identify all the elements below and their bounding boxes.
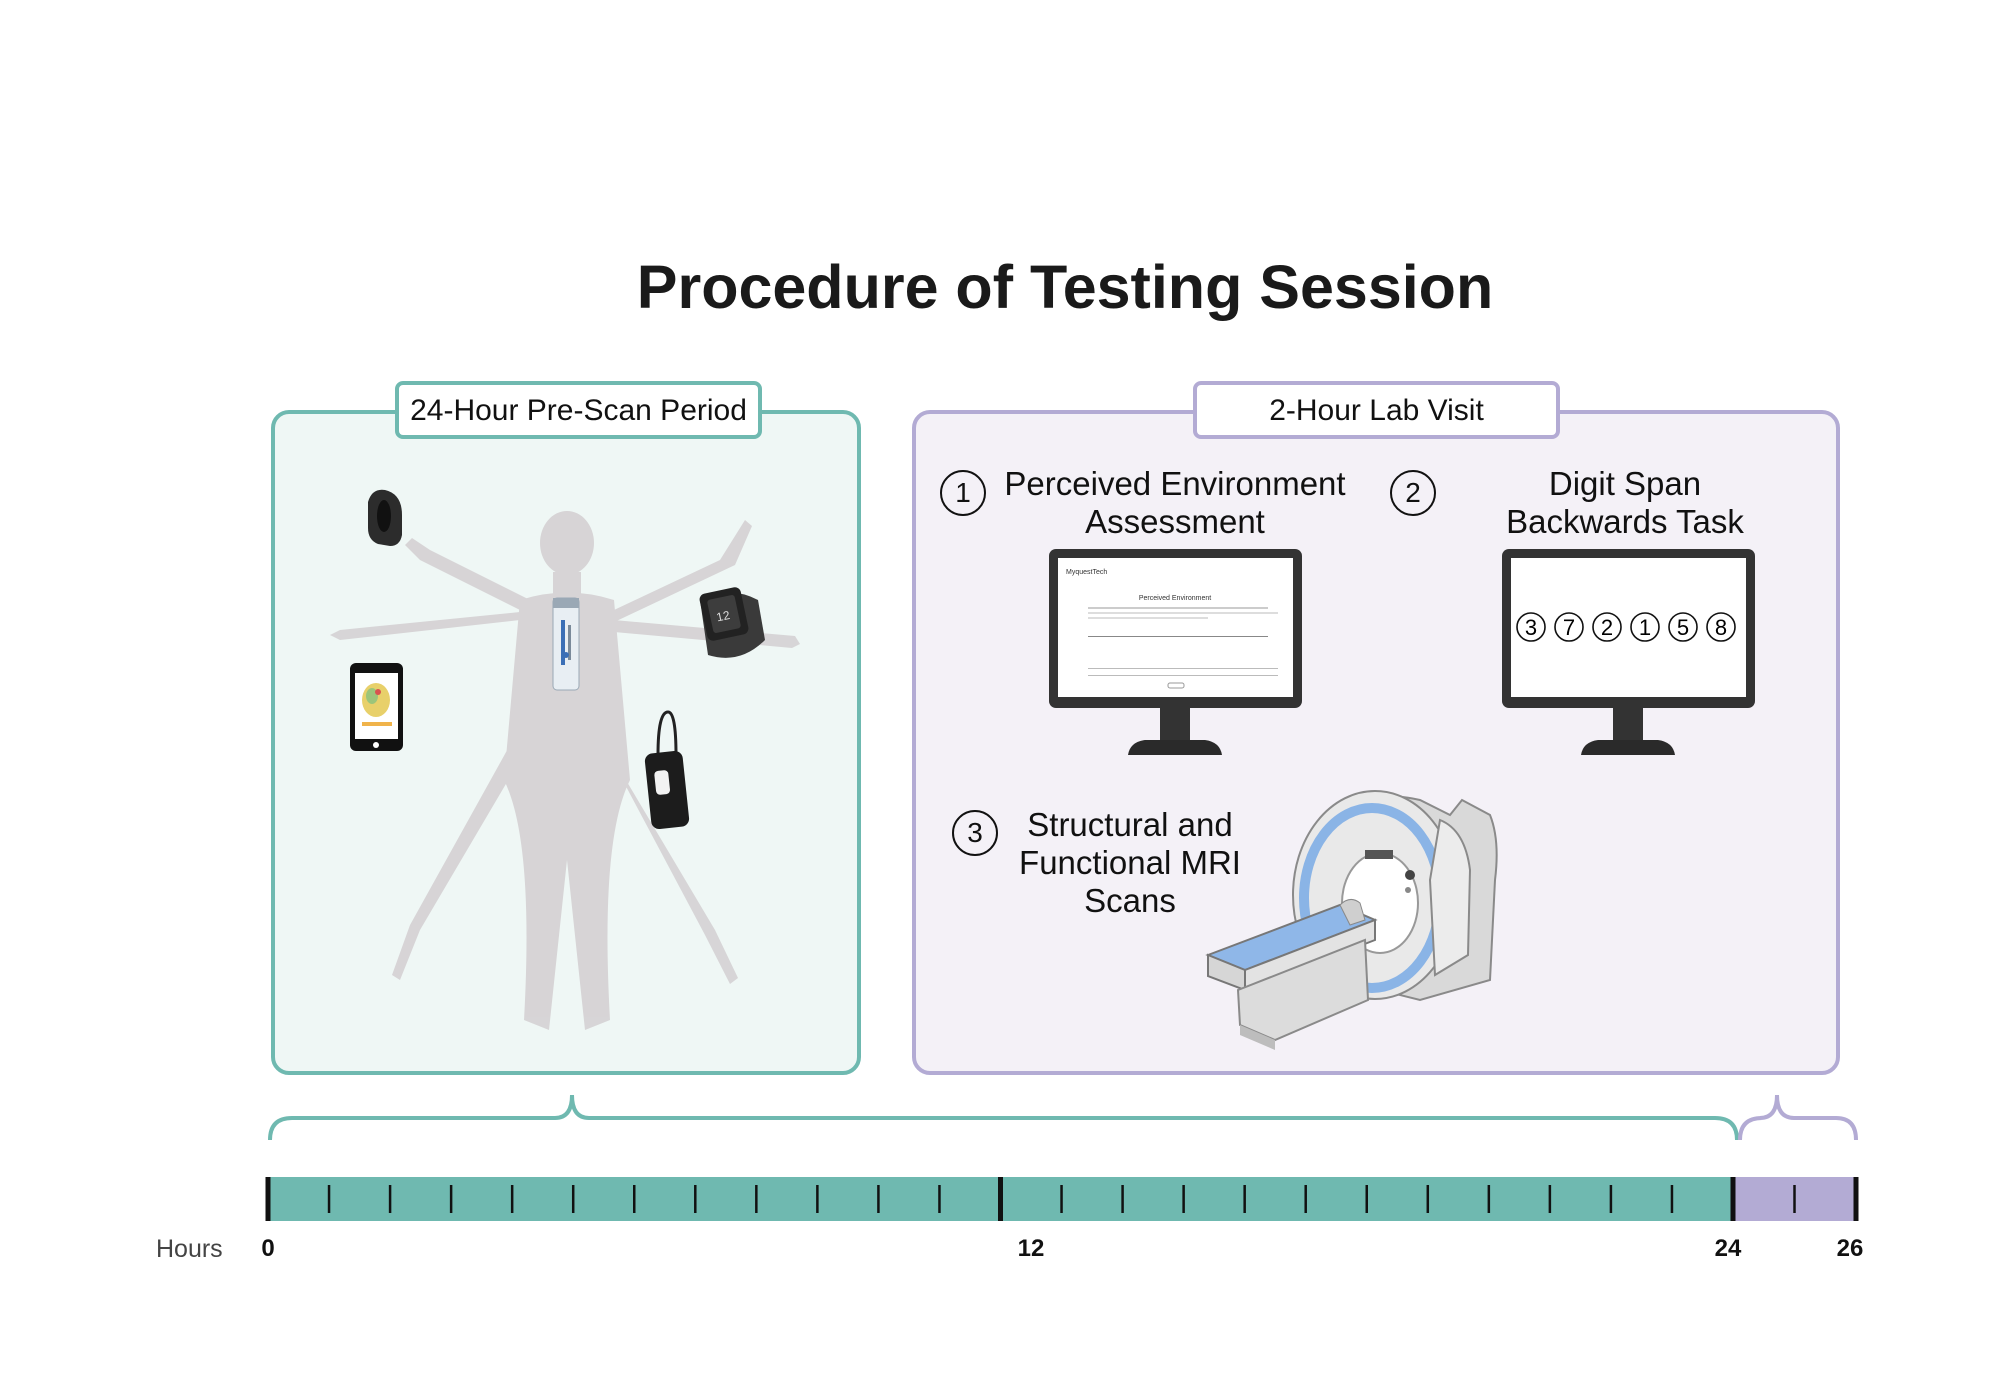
digit-circle [1516,612,1546,642]
step-2-number: 2 [1390,470,1436,516]
step-3-number: 3 [952,810,998,856]
tick-label-26: 26 [1836,1235,1864,1262]
phone-app-icon [350,663,403,751]
digit-value: 5 [1677,615,1689,640]
digit-value: 2 [1601,615,1613,640]
pre-scan-tab-label: 24-Hour Pre-Scan Period [410,394,747,427]
digit-value: 8 [1715,615,1727,640]
digit-circle [1706,612,1736,642]
lab-visit-brace [1738,1094,1858,1141]
digit-value: 3 [1525,615,1537,640]
svg-text:MyquestTech: MyquestTech [1066,569,1107,576]
digit-value: 1 [1639,615,1651,640]
digit-circle [1668,612,1698,642]
timeline-bar [265,1177,1859,1221]
tick-label-0: 0 [261,1235,275,1262]
ring-icon [368,489,402,546]
page-title: Procedure of Testing Session [636,253,1494,321]
smartwatch-icon: 12 [699,587,765,658]
lab-visit-tab-label: 2-Hour Lab Visit [1269,394,1484,427]
body-silhouette-icon [330,511,800,1030]
lab-visit-tab: 2-Hour Lab Visit [1193,381,1560,439]
svg-text:12: 12 [715,608,731,625]
pre-scan-brace [268,1094,1739,1141]
light-sensor-icon [552,597,580,691]
digit-circle [1554,612,1584,642]
digit-circle [1592,612,1622,642]
monitor-survey-heading: Perceived Environment [1139,595,1211,602]
digit-sequence: 3 7 2 1 5 8 [1516,612,1736,642]
digit-value: 7 [1563,615,1575,640]
step-3-label: Structural and Functional MRI Scans [1019,806,1241,919]
gps-tracker-icon [644,710,690,829]
monitor-survey-icon: MyquestTech Perceived Environment [1049,549,1302,755]
monitor-digit-span-icon [1502,549,1755,755]
step-2-label: Digit Span Backwards Task [1506,465,1744,540]
tick-label-24: 24 [1714,1235,1742,1262]
step-1-label: Perceived Environment Assessment [1004,465,1346,540]
tick-label-12: 12 [1017,1235,1045,1262]
pre-scan-tab: 24-Hour Pre-Scan Period [395,381,762,439]
step-1-number: 1 [940,470,986,516]
mri-scanner-icon [1205,790,1498,1050]
digit-circle [1630,612,1660,642]
timeline-axis-label: Hours [156,1235,223,1263]
